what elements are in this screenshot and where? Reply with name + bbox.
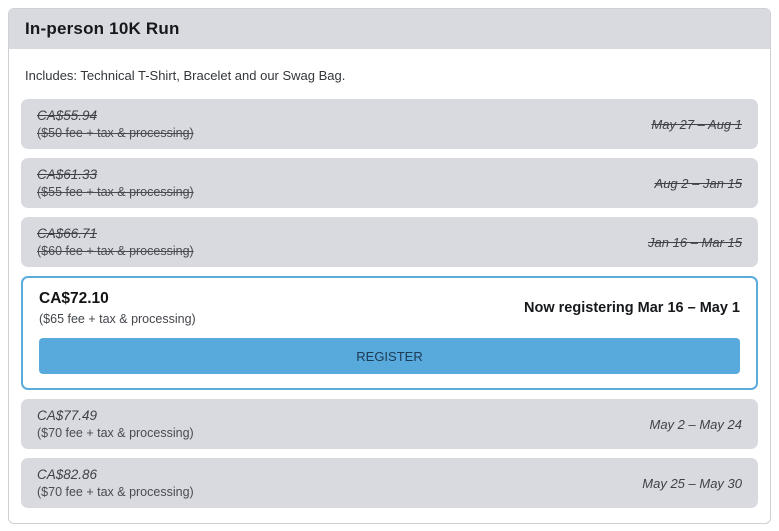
pricing-tier-row-past-2: CA$61.33 ($55 fee + tax & processing) Au… [21, 158, 758, 208]
current-tier-fee: ($65 fee + tax & processing) [39, 312, 196, 326]
pricing-tier-row-past-3: CA$66.71 ($60 fee + tax & processing) Ja… [21, 217, 758, 267]
tier-dates: May 25 – May 30 [642, 475, 742, 491]
current-tier-price: CA$72.10 [39, 290, 109, 307]
tier-fee: ($70 fee + tax & processing) [37, 426, 194, 440]
pricing-tier-row-past-1: CA$55.94 ($50 fee + tax & processing) Ma… [21, 99, 758, 149]
tier-dates: May 2 – May 24 [649, 416, 743, 432]
tier-fee: ($50 fee + tax & processing) [37, 126, 194, 140]
pricing-tier-row-future-2: CA$82.86 ($70 fee + tax & processing) Ma… [21, 458, 758, 508]
tier-price: CA$61.33 [37, 167, 98, 182]
tier-dates: Jan 16 – Mar 15 [648, 234, 742, 250]
tier-price-block: CA$82.86 ($70 fee + tax & processing) [37, 467, 194, 499]
tier-fee: ($70 fee + tax & processing) [37, 485, 194, 499]
tier-price: CA$66.71 [37, 226, 98, 241]
tier-price-block: CA$61.33 ($55 fee + tax & processing) [37, 167, 194, 199]
current-tier-top: CA$72.10 ($65 fee + tax & processing) No… [39, 290, 740, 326]
tier-price-block: CA$66.71 ($60 fee + tax & processing) [37, 226, 194, 258]
card-header: In-person 10K Run [9, 9, 770, 49]
tier-dates: May 27 – Aug 1 [651, 116, 742, 132]
tier-price-block: CA$55.94 ($50 fee + tax & processing) [37, 108, 194, 140]
now-registering-dates: Now registering Mar 16 – May 1 [524, 300, 740, 316]
tier-price: CA$82.86 [37, 467, 98, 482]
tier-price: CA$77.49 [37, 408, 98, 423]
current-pricing-tier: CA$72.10 ($65 fee + tax & processing) No… [21, 276, 758, 390]
pricing-card: In-person 10K Run Includes: Technical T-… [8, 8, 771, 524]
includes-description: Includes: Technical T-Shirt, Bracelet an… [25, 68, 346, 83]
tier-fee: ($55 fee + tax & processing) [37, 185, 194, 199]
pricing-tier-row-future-1: CA$77.49 ($70 fee + tax & processing) Ma… [21, 399, 758, 449]
tier-fee: ($60 fee + tax & processing) [37, 244, 194, 258]
page-title: In-person 10K Run [25, 19, 180, 38]
tier-price-block: CA$72.10 ($65 fee + tax & processing) [39, 290, 196, 326]
tier-price: CA$55.94 [37, 108, 98, 123]
tier-dates: Aug 2 – Jan 15 [654, 175, 742, 191]
card-body: Includes: Technical T-Shirt, Bracelet an… [9, 49, 770, 520]
tier-price-block: CA$77.49 ($70 fee + tax & processing) [37, 408, 194, 440]
register-button[interactable]: REGISTER [39, 338, 740, 374]
